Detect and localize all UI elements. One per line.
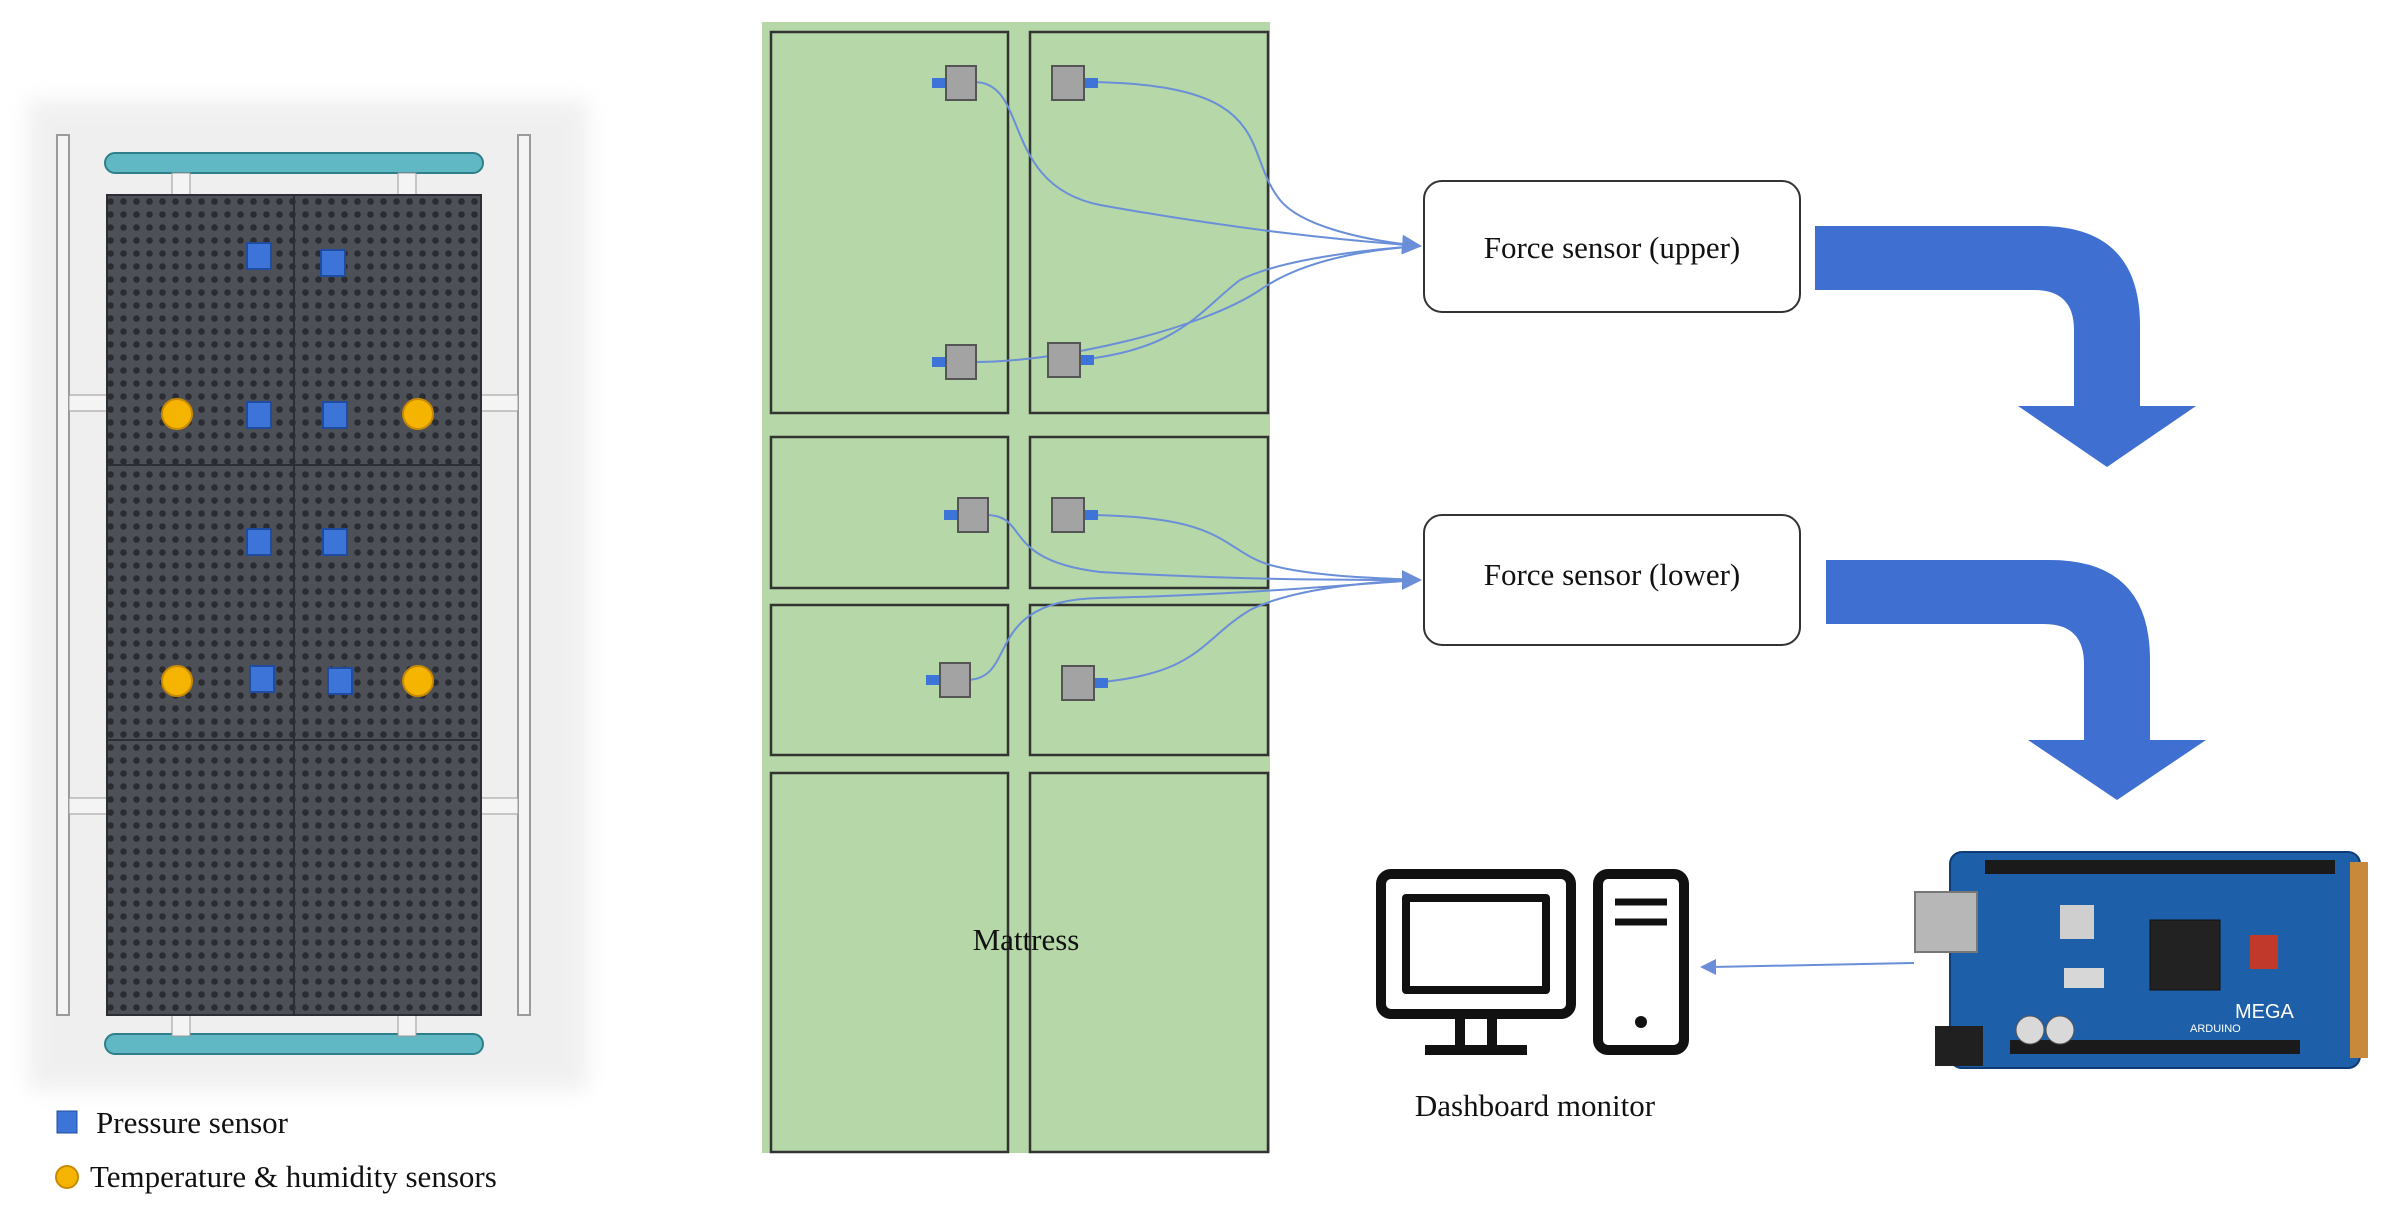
dashboard-monitor-label: Dashboard monitor — [1415, 1088, 1656, 1123]
bed-pressure-sensors — [246, 242, 353, 695]
temperature-sensor — [161, 398, 193, 430]
force-sensor-nodes — [926, 65, 1108, 701]
mattress-layout: Mattress — [762, 22, 1422, 1154]
temperature-legend-label: Temperature & humidity sensors — [90, 1159, 497, 1194]
temperature-sensor — [402, 398, 434, 430]
pressure-sensor — [322, 528, 348, 556]
force-sensor-node — [1061, 665, 1108, 701]
flow-arrow-lower-icon — [1826, 560, 2206, 800]
computer-tower-icon — [1593, 869, 1689, 1055]
force-sensor-node — [926, 662, 971, 698]
mattress-panel — [1028, 771, 1270, 1154]
bed-illustration — [28, 100, 588, 1090]
pressure-sensor — [246, 242, 272, 270]
arduino-brand-text: MEGA — [2235, 1001, 2295, 1023]
bed-temperature-sensors — [161, 398, 434, 697]
arduino-board-icon: MEGA ARDUINO — [1914, 851, 2368, 1069]
force-sensor-upper-box: Force sensor (upper) — [1423, 180, 1801, 313]
force-sensor-node — [944, 497, 989, 533]
board-to-computer-arrow — [1700, 959, 1915, 975]
force-sensor-upper-label: Force sensor (upper) — [1484, 230, 1741, 265]
temperature-sensor — [402, 665, 434, 697]
temperature-legend-swatch-icon — [55, 1165, 79, 1189]
pressure-sensor — [327, 667, 353, 695]
pressure-legend-swatch-icon — [56, 1110, 78, 1134]
force-sensor-node — [1051, 497, 1098, 533]
force-sensor-node — [932, 344, 977, 380]
pressure-sensor — [246, 528, 272, 556]
bed-side-rail-right — [517, 134, 531, 1016]
mattress-label: Mattress — [973, 922, 1080, 957]
force-sensor-node — [1051, 65, 1098, 101]
legend: Pressure sensor Temperature & humidity s… — [55, 1105, 497, 1194]
mattress-panel — [769, 771, 1010, 1154]
force-sensor-node — [932, 65, 977, 101]
force-sensor-lower-box: Force sensor (lower) — [1423, 514, 1801, 646]
pressure-legend-label: Pressure sensor — [96, 1105, 289, 1140]
arduino-maker-text: ARDUINO — [2190, 1023, 2241, 1035]
flow-arrow-upper-icon — [1815, 226, 2196, 467]
pressure-sensor — [322, 401, 348, 429]
bed-head-rail — [104, 152, 484, 174]
sensor-wires — [965, 81, 1422, 684]
force-sensor-lower-label: Force sensor (lower) — [1484, 557, 1741, 592]
pressure-sensor — [246, 401, 272, 429]
temperature-sensor — [161, 665, 193, 697]
pressure-sensor — [249, 665, 275, 693]
force-sensor-node — [1047, 342, 1094, 378]
bed-side-rail-left — [56, 134, 70, 1016]
pressure-sensor — [320, 249, 346, 277]
bed-foot-rail — [104, 1033, 484, 1055]
desktop-monitor-icon — [1376, 869, 1576, 1055]
